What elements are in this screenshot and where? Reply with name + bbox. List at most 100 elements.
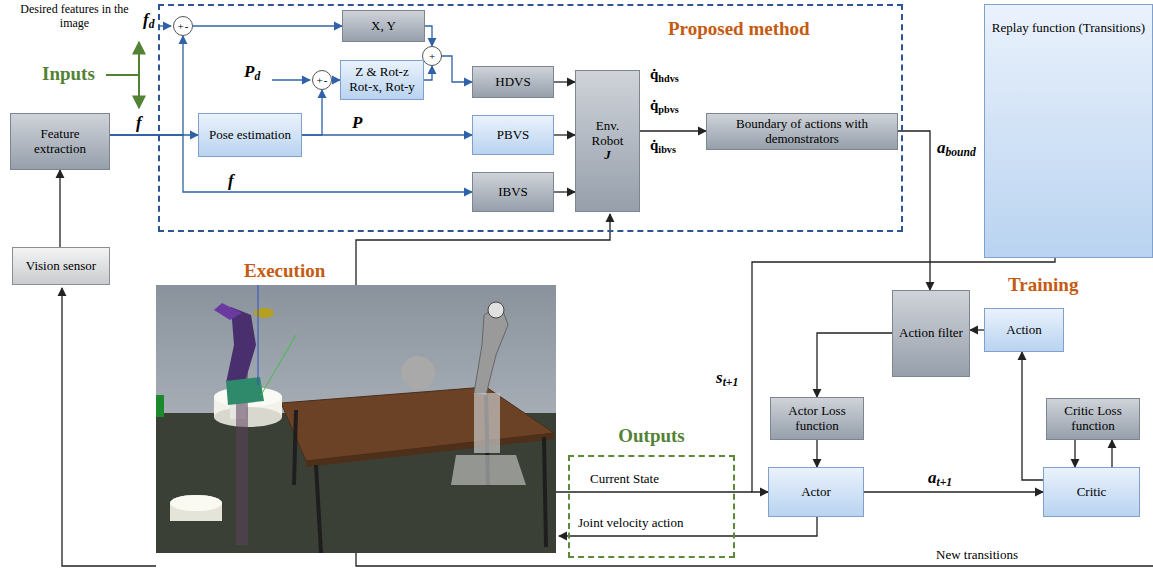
connector bbox=[1022, 352, 1043, 480]
process-box: Boundary of actions with demonstrators bbox=[706, 113, 898, 150]
process-box: HDVS bbox=[472, 66, 554, 98]
connector bbox=[554, 191, 575, 192]
box-label: Z & Rot-z Rot-x, Rot-y bbox=[345, 65, 419, 95]
signal-label: q̇ibvs bbox=[650, 137, 676, 155]
description-label: Desired features in the image bbox=[12, 3, 137, 31]
signal-label: Joint velocity action bbox=[576, 515, 685, 531]
signal-label: q̇hdvs bbox=[650, 66, 679, 84]
connector bbox=[110, 36, 183, 135]
connector bbox=[442, 56, 472, 82]
connector bbox=[640, 130, 706, 131]
edge-label: f bbox=[228, 171, 234, 191]
box-label: Critic Loss function bbox=[1051, 404, 1135, 434]
box-label: Outputs bbox=[570, 425, 733, 447]
operator-sign: + bbox=[429, 51, 435, 62]
process-box: Actor bbox=[768, 467, 864, 517]
subscript: t+1 bbox=[937, 476, 953, 489]
box-label: Vision sensor bbox=[26, 259, 96, 274]
subscript: bound bbox=[946, 146, 976, 159]
connector bbox=[970, 329, 984, 330]
process-box: Env. RobotJ bbox=[575, 70, 640, 212]
box-label: Critic bbox=[1077, 485, 1107, 500]
process-box: Critic Loss function bbox=[1046, 398, 1140, 440]
signal-label: New transitions bbox=[934, 547, 1020, 563]
box-label: Action bbox=[1006, 323, 1041, 338]
subscript: d bbox=[149, 18, 155, 31]
box-label: IBVS bbox=[498, 185, 528, 200]
box-label: Env. Robot bbox=[580, 119, 635, 149]
process-box: Replay function (Transitions) bbox=[984, 4, 1153, 258]
inputs-bracket bbox=[106, 74, 139, 76]
process-box: Feature extraction bbox=[10, 113, 110, 170]
process-box: Vision sensor bbox=[12, 247, 110, 285]
connector bbox=[424, 66, 432, 80]
connector bbox=[59, 170, 60, 247]
signal-line bbox=[62, 288, 156, 566]
box-label: Boundary of actions with demonstrators bbox=[711, 117, 893, 147]
operator-sign: - bbox=[185, 21, 189, 32]
connector bbox=[302, 134, 472, 135]
process-box: IBVS bbox=[472, 172, 554, 212]
process-box: Action filter bbox=[892, 290, 970, 377]
box-label: Actor bbox=[801, 485, 831, 500]
symbol-base: a bbox=[928, 468, 937, 487]
box-label: Feature extraction bbox=[15, 127, 105, 157]
subscript: t+1 bbox=[723, 376, 739, 389]
box-label: X, Y bbox=[371, 19, 396, 34]
symbol-base: f bbox=[143, 10, 149, 29]
signal-line bbox=[356, 553, 1153, 566]
symbol-base: P bbox=[244, 62, 254, 81]
section-label: Inputs bbox=[42, 63, 95, 85]
box-label: HDVS bbox=[495, 75, 530, 90]
simulation-illustration bbox=[156, 285, 556, 553]
process-box: X, Y bbox=[342, 10, 425, 42]
summing-junction: +- bbox=[173, 16, 193, 36]
subscript: ibvs bbox=[658, 144, 676, 155]
operator-sign: J bbox=[604, 148, 611, 163]
edge-label: P bbox=[352, 113, 362, 133]
signal-label: Pd bbox=[244, 62, 260, 83]
signal-line bbox=[356, 214, 610, 285]
process-box: Action bbox=[984, 308, 1064, 352]
edge-label: at+1 bbox=[928, 468, 952, 489]
edge-label: f bbox=[136, 113, 142, 133]
section-label: Execution bbox=[244, 260, 325, 282]
connector bbox=[1111, 440, 1112, 467]
signal-label: q̇pbvs bbox=[650, 97, 679, 115]
process-box: PBVS bbox=[472, 115, 554, 155]
signal-label: fd bbox=[143, 10, 154, 31]
signal-label: Current State bbox=[588, 471, 661, 487]
connector bbox=[864, 491, 1043, 492]
box-label: PBVS bbox=[497, 128, 530, 143]
section-label: Training bbox=[1008, 274, 1078, 296]
symbol-base: a bbox=[937, 138, 946, 157]
symbol-base: q̇ bbox=[650, 66, 658, 82]
symbol-base: q̇ bbox=[650, 97, 658, 113]
summing-junction: + bbox=[422, 46, 442, 66]
operator-sign: + bbox=[317, 75, 323, 86]
operator-sign: + bbox=[178, 21, 184, 32]
connector bbox=[302, 90, 322, 135]
box-label: Action filter bbox=[899, 326, 963, 341]
box-label: Actor Loss function bbox=[775, 404, 859, 434]
connector bbox=[193, 25, 342, 26]
edge-label: st+1 bbox=[716, 368, 738, 389]
connector bbox=[816, 440, 817, 467]
subscript: hdvs bbox=[658, 73, 678, 84]
subscript: d bbox=[254, 70, 260, 83]
input-line bbox=[272, 79, 310, 80]
connector bbox=[425, 26, 432, 46]
process-box: Actor Loss function bbox=[770, 397, 864, 440]
edge-label: abound bbox=[937, 138, 976, 159]
connector bbox=[554, 134, 575, 135]
connector bbox=[817, 333, 892, 397]
process-box: Critic bbox=[1043, 467, 1140, 517]
box-label: Pose estimation bbox=[209, 128, 291, 143]
connector bbox=[554, 81, 575, 82]
subscript: pbvs bbox=[658, 104, 678, 115]
box-label: Proposed method bbox=[668, 18, 810, 40]
symbol-base: s bbox=[716, 368, 723, 387]
process-box: Pose estimation bbox=[198, 113, 302, 157]
box-label: Replay function (Transitions) bbox=[992, 21, 1145, 36]
